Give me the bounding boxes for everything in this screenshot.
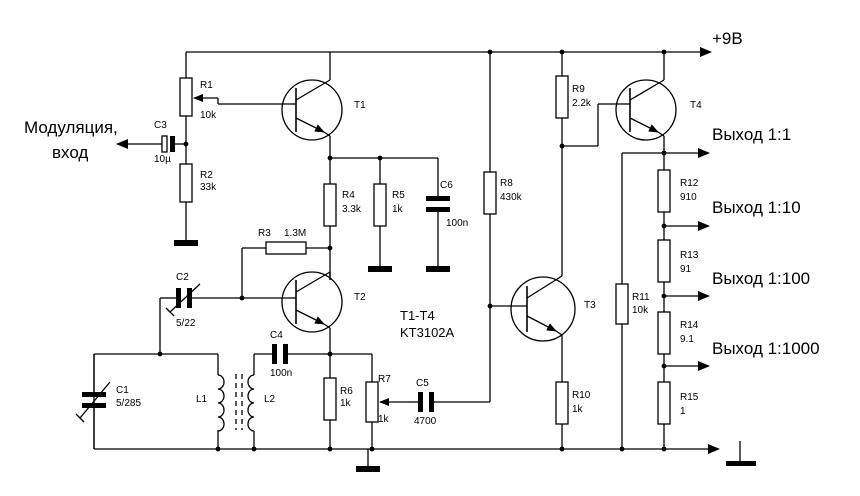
- R3-value: 1.3M: [284, 228, 306, 239]
- ground-rail: [94, 441, 756, 466]
- R5-value: 1k: [392, 204, 404, 215]
- R14-value: 9.1: [680, 334, 694, 345]
- C6-ref: C6: [440, 180, 453, 191]
- R7: [356, 354, 408, 472]
- T3: [490, 146, 576, 382]
- R10-ref: R10: [572, 390, 591, 401]
- L1: [217, 374, 225, 432]
- C3: [116, 135, 189, 153]
- R15-ref: R15: [680, 392, 699, 403]
- L1-ref: L1: [196, 394, 208, 405]
- R12-ref: R12: [680, 178, 699, 189]
- R8-ref: R8: [500, 178, 513, 189]
- R15-value: 1: [680, 406, 686, 417]
- C2: [159, 283, 288, 354]
- C2-ref: C2: [176, 272, 189, 283]
- R13: [657, 239, 710, 312]
- input-label-line1: Модуляция,: [24, 118, 118, 137]
- R6-ref: R6: [340, 386, 353, 397]
- supply-label: +9В: [712, 29, 743, 48]
- R2-ref: R2: [200, 170, 213, 181]
- R8: [483, 49, 497, 402]
- supply-rail: [186, 47, 712, 57]
- R1: [179, 52, 288, 146]
- output-label-1000: Выход 1:1000: [712, 339, 820, 358]
- C1: [75, 354, 111, 449]
- T4-ref: T4: [690, 100, 702, 111]
- R2: [174, 146, 198, 246]
- R1-ref: R1: [200, 80, 213, 91]
- C5-ref: C5: [416, 378, 429, 389]
- C5: [408, 392, 490, 412]
- R2-value: 33k: [200, 182, 217, 193]
- C6-value: 100n: [446, 218, 468, 229]
- R4-value: 3.3k: [342, 204, 362, 215]
- L2: [247, 354, 257, 452]
- R10: [555, 381, 569, 452]
- L2-ref: L2: [264, 394, 276, 405]
- transistor-note-part: KT3102A: [400, 325, 455, 340]
- T2: [281, 271, 343, 354]
- R12: [657, 169, 710, 240]
- R15: [657, 381, 671, 452]
- R13-ref: R13: [680, 250, 699, 261]
- R12-value: 910: [680, 192, 697, 203]
- R11-value: 10k: [632, 305, 649, 316]
- R1-value: 10k: [200, 110, 217, 121]
- T1-ref: T1: [354, 100, 366, 111]
- R7-ref: R7: [378, 374, 391, 385]
- C4-value: 100n: [270, 368, 292, 379]
- R3: [239, 241, 330, 301]
- T3-ref: T3: [584, 300, 596, 311]
- C4-ref: C4: [270, 330, 283, 341]
- R5-ref: R5: [392, 190, 405, 201]
- R9-ref: R9: [572, 84, 585, 95]
- T4: [615, 49, 677, 170]
- R11: [615, 150, 667, 452]
- C4: [254, 344, 372, 364]
- R14: [657, 311, 710, 382]
- R7-value: 1k: [378, 414, 390, 425]
- C5-value: 4700: [414, 416, 437, 427]
- R3-ref: R3: [258, 228, 271, 239]
- T1: [281, 52, 343, 158]
- R5: [368, 158, 392, 272]
- R9-value: 2.2k: [572, 98, 592, 109]
- R4: [323, 158, 337, 280]
- T1-emitter-node: [327, 155, 438, 161]
- output-1-tap: [664, 148, 710, 158]
- transistor-note-types: T1-T4: [400, 308, 435, 323]
- core: [235, 374, 243, 430]
- R9: [555, 49, 622, 149]
- T2-ref: T2: [354, 292, 366, 303]
- output-label-10: Выход 1:10: [712, 198, 801, 217]
- C1-ref: C1: [116, 385, 129, 396]
- C3-value: 10µ: [154, 154, 171, 165]
- output-label-100: Выход 1:100: [712, 269, 810, 288]
- input-label-line2: вход: [52, 143, 88, 162]
- R6: [323, 354, 337, 452]
- R6-value: 1k: [340, 398, 352, 409]
- R10-value: 1k: [572, 404, 584, 415]
- C3-ref: C3: [154, 120, 167, 131]
- C1-value: 5/285: [116, 398, 141, 409]
- R13-value: 91: [680, 264, 692, 275]
- R11-ref: R11: [632, 292, 650, 303]
- C6: [426, 158, 450, 272]
- R4-ref: R4: [342, 190, 355, 201]
- R14-ref: R14: [680, 320, 699, 331]
- output-label-1: Выход 1:1: [712, 125, 791, 144]
- C2-value: 5/22: [176, 318, 196, 329]
- R8-value: 430k: [500, 192, 523, 203]
